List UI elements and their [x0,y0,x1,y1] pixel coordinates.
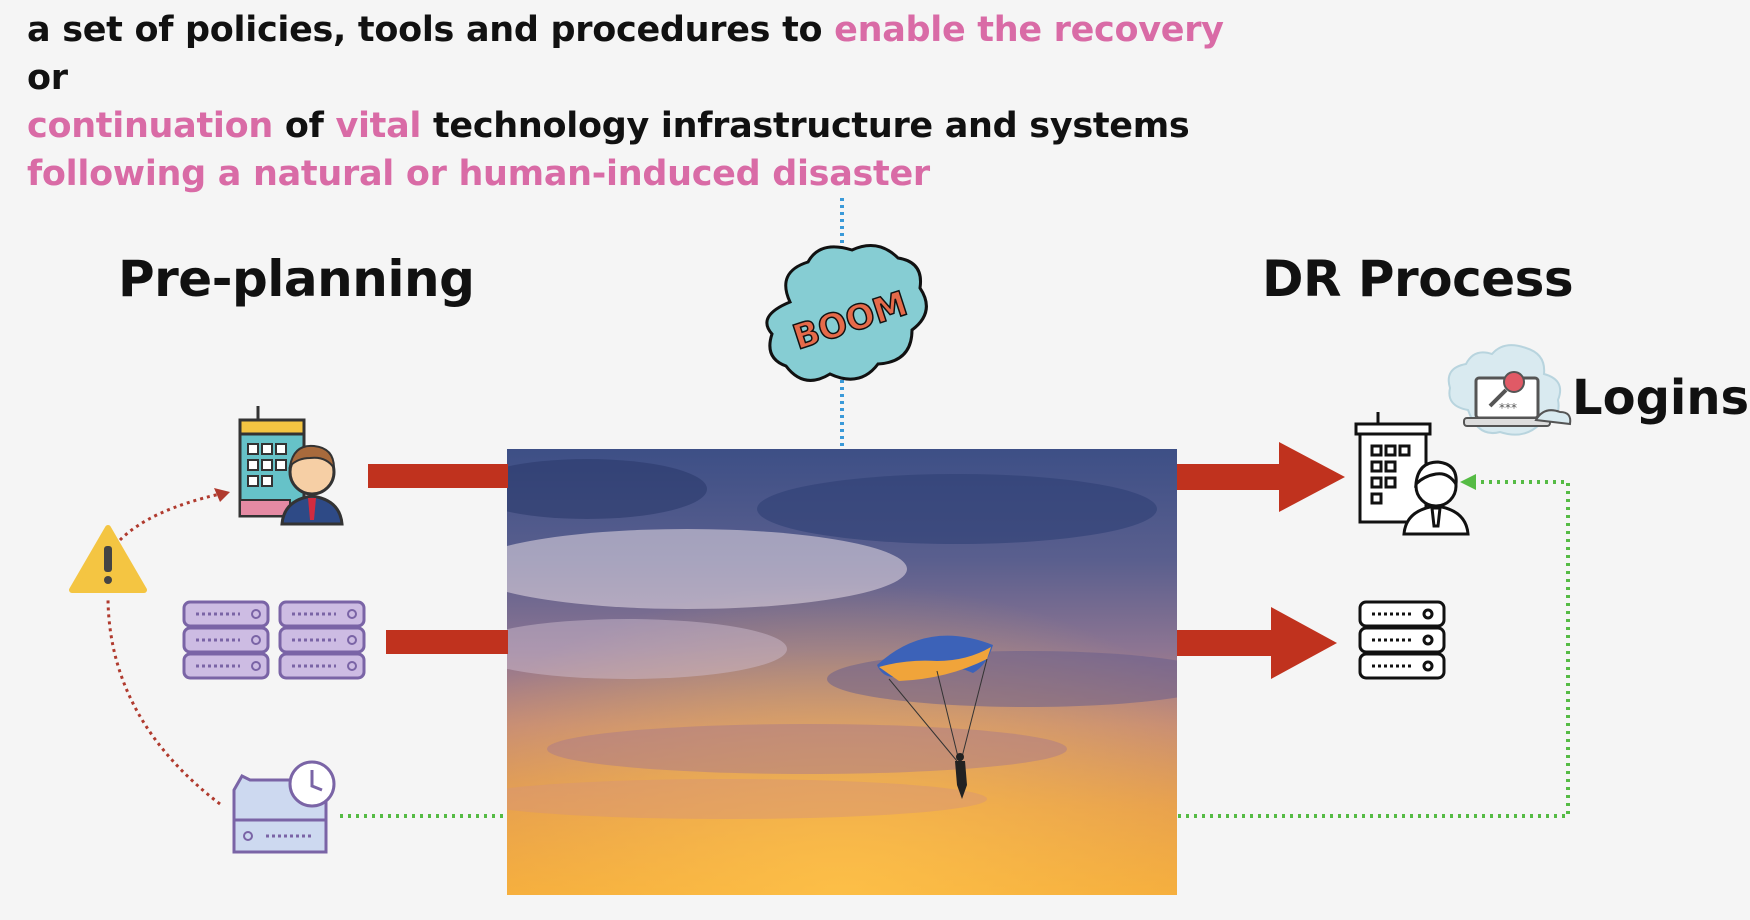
backup-drive-icon [232,760,336,854]
definition-seg3: or [27,58,68,98]
cycle-arrow-upper [118,492,221,542]
server-outline-icon [1358,600,1446,680]
pre-planning-title: Pre-planning [118,250,475,308]
restore-arrowhead [1460,474,1476,490]
servers-icon [182,600,366,680]
definition-seg6: vital [335,106,422,146]
cycle-arrow-lower [106,599,221,806]
parachute-photo [507,449,1177,895]
warning-icon [69,525,147,593]
arrow-bar-servers [386,630,508,654]
definition-text: a set of policies, tools and procedures … [27,6,1227,198]
boom-cloud-icon: BOOM [765,244,928,382]
definition-seg7: technology infrastructure and systems [421,106,1190,146]
logins-label: Logins [1572,370,1750,426]
definition-seg5: of [272,106,336,146]
cloud-login-icon: *** [1447,344,1572,436]
svg-text:***: *** [1499,401,1517,415]
office-user-outline-icon [1354,412,1470,536]
definition-seg8: following a natural or human-induced dis… [27,154,930,194]
arrow-to-dr-office [1177,442,1345,512]
cycle-arrowhead [214,488,230,502]
definition-seg2: enable the recovery [834,10,1224,50]
office-manager-icon [238,406,344,526]
restore-line-right [1178,480,1570,818]
dr-process-title: DR Process [1262,250,1574,308]
definition-seg1: a set of policies, tools and procedures … [27,10,835,50]
arrow-to-dr-servers [1177,607,1337,679]
definition-seg4: continuation [27,106,273,146]
arrow-bar-office [368,464,508,488]
